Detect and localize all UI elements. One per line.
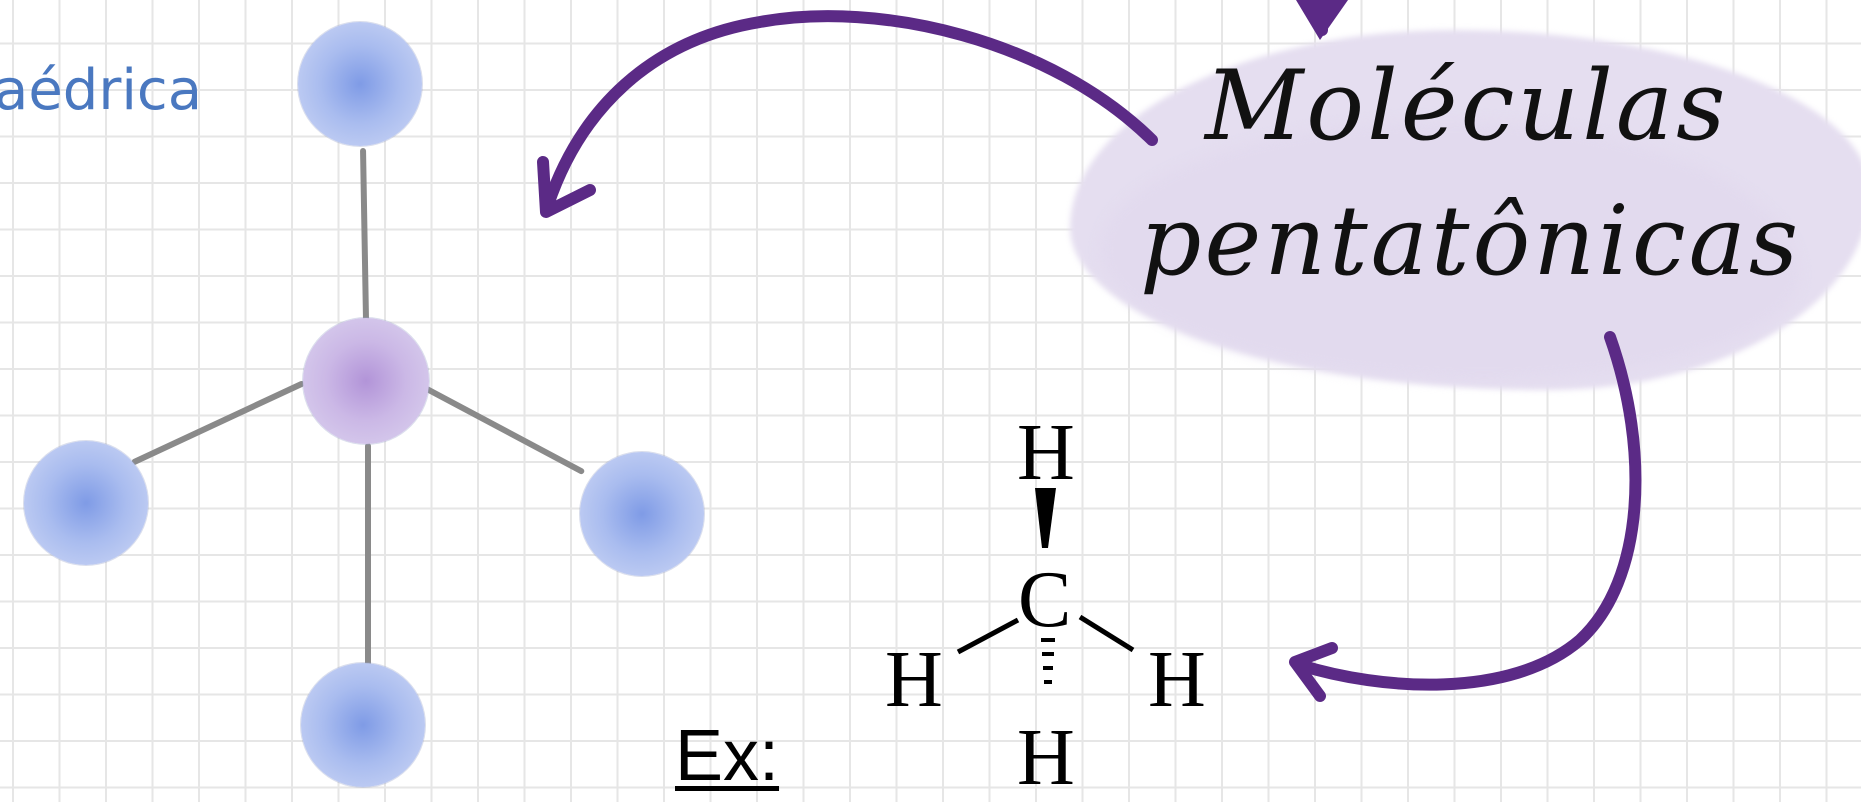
title-line-1: Moléculas	[1205, 50, 1729, 162]
outer-atom-top	[298, 22, 422, 146]
arrow-to-methane	[1294, 331, 1642, 691]
bond-c-left	[956, 617, 1020, 655]
methane-h-top: H	[1017, 409, 1075, 497]
methane-h-bottom: H	[1017, 714, 1075, 802]
outer-atom-left	[24, 441, 148, 565]
methane-c: C	[1018, 556, 1072, 644]
arrow-to-geometry	[542, 10, 1158, 211]
example-label: Ex:	[675, 716, 780, 796]
arrow-to-methane-head-icon	[1289, 642, 1338, 702]
hashed-bond-icon	[1041, 638, 1055, 684]
title-line-2: pentatônicas	[1140, 185, 1802, 297]
outer-atom-bottom	[301, 663, 425, 787]
central-atom	[303, 318, 429, 444]
methane-h-right: H	[1148, 636, 1206, 724]
methane-h-left: H	[885, 636, 943, 724]
outer-atom-right	[580, 452, 704, 576]
title-cloud-inner	[1100, 120, 1800, 380]
arrow-to-geometry-head-icon	[537, 156, 596, 218]
wedge-bond-icon	[1035, 488, 1056, 548]
bond-c-right	[1078, 614, 1135, 653]
geometry-label: aédrica	[0, 58, 203, 123]
